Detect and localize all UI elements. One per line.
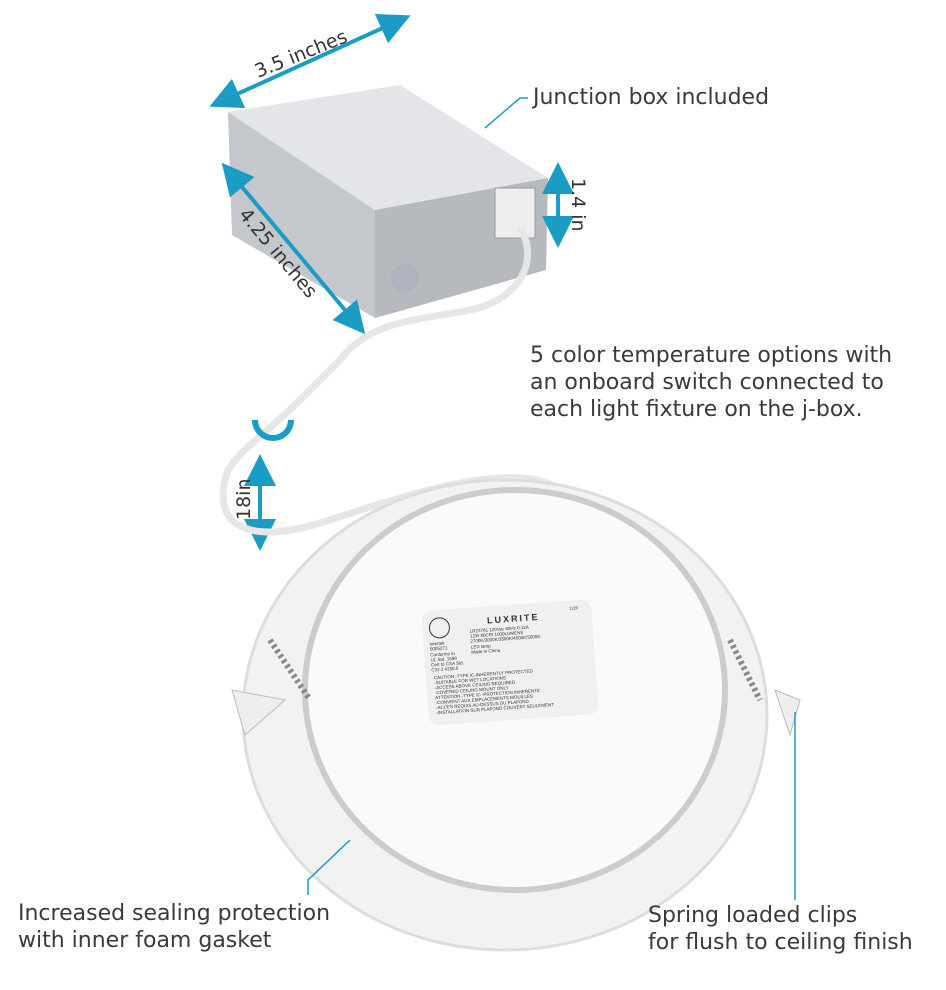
label-spec: LED lamp — [471, 643, 492, 649]
width-arrow — [209, 14, 411, 108]
junction-box — [228, 85, 548, 318]
spring-clip-left — [267, 638, 313, 702]
gasket-callout: Increased sealing protection with inner … — [18, 900, 330, 954]
callout-line: Spring loaded clips — [648, 903, 858, 928]
junction-leader-line — [484, 97, 528, 129]
cable — [219, 226, 563, 536]
label-code: 1220 — [569, 605, 579, 611]
label-cert: 5005271 — [430, 645, 448, 651]
label-warning: CAUTION:-TYPE IC-INHERENTLY PROTECTED — [434, 668, 534, 680]
height-label: 1.4 in — [567, 178, 589, 232]
junction-box-callout: Junction box included — [533, 85, 770, 110]
label-cert: Conforms to — [430, 651, 455, 658]
color-temp-callout: 5 color temperature options with an onbo… — [530, 342, 892, 423]
callout-line: each light fixture on the j-box. — [530, 397, 863, 422]
product-label: LUXRITE 1220 Intertek 5005271 Conforms t… — [421, 599, 599, 726]
callout-line: an onboard switch connected to — [530, 370, 884, 395]
label-warning: -ACCESS ABOVE CEILING REQUIRED — [434, 680, 516, 691]
callout-line: Increased sealing protection — [18, 901, 331, 926]
label-spec: Made in China — [471, 648, 501, 655]
label-warning: -COVERED CEILING MOUNT ONLY — [435, 685, 509, 695]
gasket-leader-line — [307, 839, 351, 895]
callout-line: for flush to ceiling finish — [648, 930, 913, 955]
label-brand: LUXRITE — [487, 612, 540, 626]
label-spec: LR23761 120Vac 60Hz 0.12A — [470, 625, 529, 634]
label-cert: UL Std. 1598 — [430, 656, 457, 663]
width-label: 3.5 inches — [252, 26, 351, 83]
label-cert: Intertek — [429, 640, 445, 646]
cable-label: 18in — [233, 479, 255, 521]
label-cert: Cert to CSA Std. — [431, 660, 464, 667]
callout-line: with inner foam gasket — [18, 928, 272, 953]
etl-logo-icon — [428, 617, 450, 639]
callout-line: 5 color temperature options with — [530, 343, 893, 368]
label-warning: -CONVIENT AUX EMPLACEMENTS MOUILLES — [435, 693, 533, 705]
label-spec: 2700K/3000K/3500K/4000K/5000K — [470, 634, 540, 644]
depth-arrow — [221, 162, 366, 335]
clips-callout: Spring loaded clips for flush to ceiling… — [648, 902, 913, 956]
spring-clip-right — [727, 638, 763, 702]
label-warning: -SUITABLE FOR WET LOCATIONS — [434, 675, 506, 685]
label-spec: 12W 80CRI 1000LUMENS — [470, 630, 524, 639]
connector-twist-icon — [252, 419, 294, 441]
label-cert: C22.2 #250.0 — [431, 666, 459, 673]
label-warning: -ACCES REQUIS AU-DESSUS DU PLAFOND — [436, 699, 530, 711]
